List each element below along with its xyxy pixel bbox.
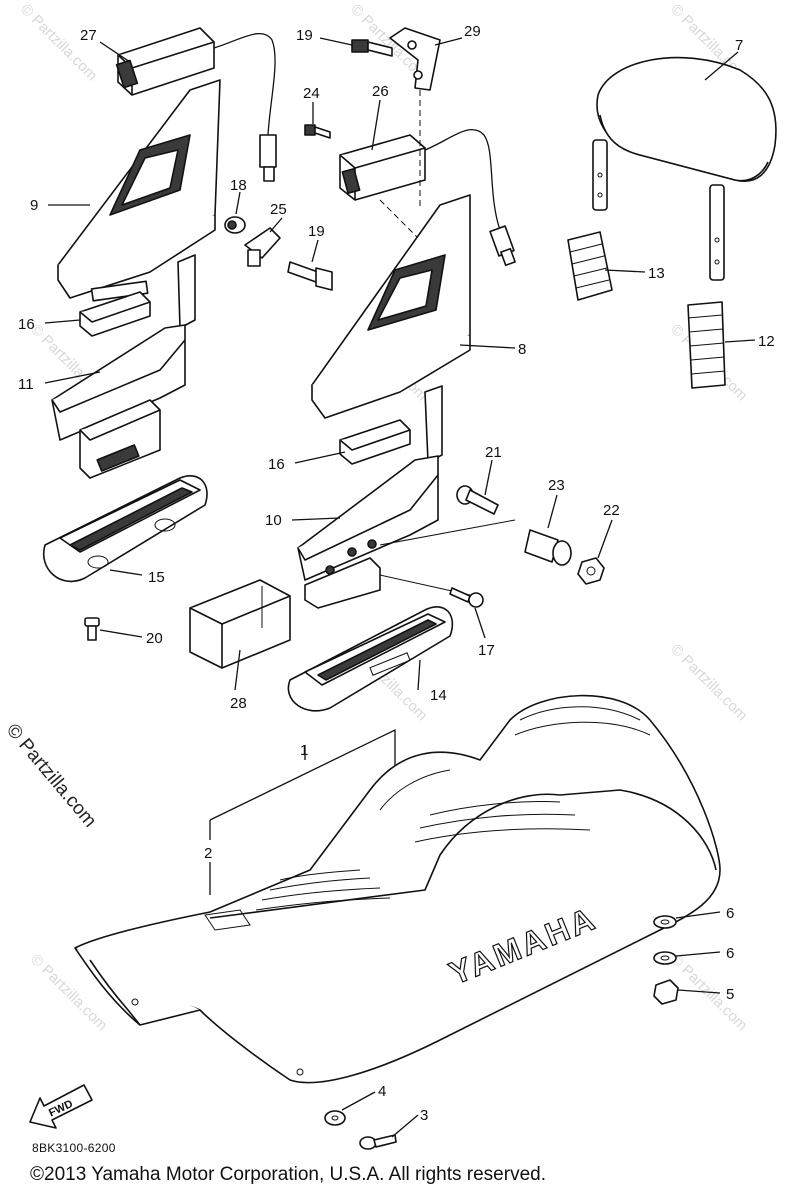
part-22-nut [577, 557, 605, 585]
watermark: © Partzilla.com [667, 641, 750, 724]
callout-1: 1 [300, 742, 308, 759]
part-3-bolt [359, 1134, 397, 1150]
part-7-backrest [592, 56, 777, 281]
callout-11: 11 [18, 376, 34, 393]
callout-24: 24 [303, 85, 320, 102]
callout-9: 9 [30, 197, 38, 214]
part-4-washer [324, 1110, 346, 1126]
callout-2: 2 [204, 845, 212, 862]
part-15-armrest-left [42, 475, 208, 583]
part-16-spacer-left [79, 291, 151, 337]
callout-25: 25 [270, 201, 287, 218]
callout-29: 29 [464, 23, 481, 40]
callout-19: 19 [308, 223, 325, 240]
leader-lines [44, 37, 756, 1138]
part-19-bolt-lower [287, 261, 333, 291]
part-5-nut [653, 979, 679, 1005]
part-8-side-panel-right [311, 194, 471, 419]
callout-27: 27 [80, 27, 97, 44]
copyright-notice: ©2013 Yamaha Motor Corporation, U.S.A. A… [30, 1164, 546, 1185]
part-11-bracket-left [51, 254, 196, 479]
part-23-collar [524, 529, 572, 566]
part-29-bracket [389, 27, 441, 91]
callout-18: 18 [230, 177, 247, 194]
part-20-screw [84, 617, 100, 641]
part-25-clamp [244, 227, 281, 267]
callouts: 27 19 29 7 24 26 9 18 25 19 13 12 8 16 1… [18, 23, 775, 1124]
callout-13: 13 [648, 265, 665, 282]
callout-7: 7 [735, 37, 743, 54]
callout-8: 8 [518, 341, 526, 358]
part-24-screw [304, 124, 331, 139]
part-14-armrest-right [287, 606, 454, 712]
callout-16: 16 [268, 456, 285, 473]
callout-20: 20 [146, 630, 163, 647]
part-19-bolt-upper [351, 39, 393, 57]
part-6-washer-b [653, 951, 677, 965]
callout-23: 23 [548, 477, 565, 494]
callout-26: 26 [372, 83, 389, 100]
part-27-light-left [115, 27, 277, 182]
callout-12: 12 [758, 333, 775, 350]
callout-15: 15 [148, 569, 165, 586]
part-18-collar [224, 216, 246, 234]
part-9-side-panel-left [57, 79, 221, 302]
callout-16: 16 [18, 316, 35, 333]
callout-19: 19 [296, 27, 313, 44]
part-26-light-right [339, 90, 516, 267]
part-13-boot [567, 231, 613, 301]
part-28-cover [189, 579, 291, 669]
callout-4: 4 [378, 1083, 386, 1100]
part-17-screw [449, 587, 484, 608]
fwd-arrow-icon: FWD [29, 1084, 93, 1129]
callout-14: 14 [430, 687, 447, 704]
part-10-bracket-right [297, 385, 516, 609]
callout-21: 21 [485, 444, 502, 461]
part-6-washer-a [653, 915, 677, 929]
part-21-bolt [456, 485, 499, 515]
callout-6: 6 [726, 905, 734, 922]
diagram-code: 8BK3100-6200 [32, 1141, 116, 1155]
callout-17: 17 [478, 642, 495, 659]
callout-22: 22 [603, 502, 620, 519]
callout-3: 3 [420, 1107, 428, 1124]
part-16-spacer-right [339, 419, 411, 465]
part-12-boot [687, 301, 726, 389]
callout-10: 10 [265, 512, 282, 529]
callout-6: 6 [726, 945, 734, 962]
callout-28: 28 [230, 695, 247, 712]
callout-5: 5 [726, 986, 734, 1003]
part-1-seat: YAMAHA [74, 694, 721, 1084]
